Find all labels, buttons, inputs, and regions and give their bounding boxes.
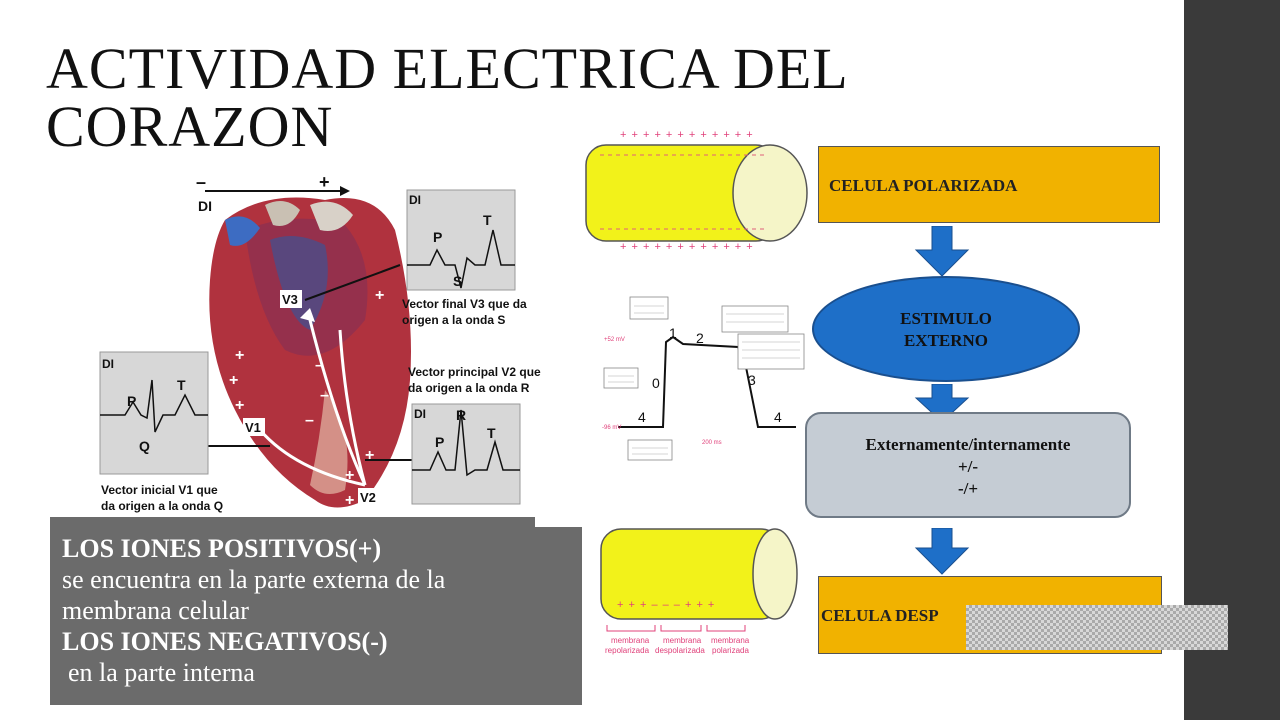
external-stimulus-ellipse: ESTIMULO EXTERNO (812, 276, 1080, 382)
action-potential-curve (618, 335, 796, 428)
svg-text:membrana: membrana (711, 636, 750, 645)
v1-label: V1 (245, 420, 261, 435)
v3-label: V3 (282, 292, 298, 307)
annotation-text-placeholder (608, 305, 800, 455)
negative-ions-text: en la parte interna (68, 658, 255, 687)
svg-text:+: + (235, 397, 244, 414)
svg-text:+: + (345, 492, 354, 509)
svg-text:–: – (315, 357, 324, 374)
presentation-sidebar (1184, 0, 1280, 720)
svg-text:+: + (345, 467, 354, 484)
svg-text:4: 4 (638, 409, 646, 425)
svg-text:repolarizada: repolarizada (605, 646, 650, 655)
svg-text:Q: Q (139, 438, 150, 454)
cell-top-signs-lower: + + + + + + + + + + + + (620, 241, 754, 253)
vector-arrows (258, 319, 367, 487)
ecg-panel-top: DI P T S (406, 189, 516, 291)
svg-text:P: P (435, 434, 444, 450)
caption-v1: Vector inicial V1 que da origen a la ond… (101, 483, 224, 513)
axis-label: DI (198, 198, 212, 214)
svg-text:polarizada: polarizada (712, 646, 749, 655)
svg-text:+: + (375, 287, 384, 304)
svg-text:T: T (487, 425, 496, 441)
svg-text:+: + (365, 447, 374, 464)
arrow-down-icon (914, 226, 970, 277)
svg-text:1: 1 (669, 325, 677, 341)
action-potential-graph: 4 0 1 2 3 4 +52 mV -96 mV 200 ms (602, 296, 805, 461)
svg-text:+52 mV: +52 mV (604, 337, 625, 343)
svg-text:DI: DI (414, 407, 426, 421)
svg-text:T: T (483, 212, 492, 228)
ions-explanation-box: LOS IONES POSITIVOS(+) se encuentra en l… (50, 517, 582, 705)
slide-title-line1: ACTIVIDAD ELECTRICA DEL (46, 36, 849, 101)
svg-text:DI: DI (102, 357, 114, 371)
checkered-overlay (966, 605, 1228, 650)
svg-text:–: – (305, 412, 314, 429)
heart-vector-diagram: – + DI + + + + – – – + + + V3 V1 V2 (99, 172, 521, 509)
caption-v2: Vector principal V2 que da origen a la o… (408, 365, 541, 395)
axis-minus: – (196, 172, 206, 192)
svg-text:–: – (320, 387, 329, 404)
svg-text:T: T (177, 377, 186, 393)
depolarized-cell-cylinder: + + + – – – + + + membrana repolarizada … (600, 528, 798, 655)
negative-ions-heading: LOS IONES NEGATIVOS(-) (62, 627, 388, 656)
ions-box-notch (535, 517, 582, 527)
positive-ions-text-2: membrana celular (62, 596, 249, 625)
leader-line-v3 (304, 264, 401, 301)
svg-text:-96 mV: -96 mV (602, 425, 621, 431)
svg-text:0: 0 (652, 375, 660, 391)
svg-text:3: 3 (748, 372, 756, 388)
svg-text:4: 4 (774, 409, 782, 425)
svg-text:despolarizada: despolarizada (655, 646, 705, 655)
arrowhead-icon (300, 308, 315, 322)
charge-signs: + + + + – – – + + + (229, 287, 384, 509)
positive-ions-text-1: se encuentra en la parte externa de la (62, 565, 446, 594)
ecg-panel-right: DI P R T (411, 403, 521, 505)
ecg-panel-left: DI P T Q (99, 351, 209, 475)
svg-text:DI: DI (409, 193, 421, 207)
slide-title-line2: CORAZON (46, 94, 334, 159)
ion-annotation-boxes (603, 296, 805, 461)
v2-label-bg (358, 488, 380, 506)
polarized-cell-box: CELULA POLARIZADA (818, 146, 1160, 223)
svg-text:2: 2 (696, 330, 704, 346)
svg-text:membrana: membrana (611, 636, 650, 645)
svg-text:P: P (433, 229, 442, 245)
v3-label-bg (280, 290, 302, 308)
polarized-cell-cylinder: + + + + + + + + + + + + + + + + + + + + … (585, 129, 808, 253)
svg-text:+: + (229, 372, 238, 389)
cell-bottom-signs: + + + – – – + + + (617, 599, 715, 611)
cell-top-signs-upper: + + + + + + + + + + + + (620, 129, 754, 141)
inside-outside-charge-box: Externamente/internamente +/- -/+ (805, 412, 1131, 518)
svg-text:S: S (453, 273, 462, 289)
svg-text:membrana: membrana (663, 636, 702, 645)
axis-plus: + (319, 172, 330, 192)
v2-label: V2 (360, 490, 376, 505)
slide-title: ACTIVIDAD ELECTRICA DEL CORAZON (46, 40, 849, 156)
svg-text:+: + (235, 347, 244, 364)
positive-ions-heading: LOS IONES POSITIVOS(+) (62, 534, 382, 563)
caption-v3: Vector final V3 que da origen a la onda … (402, 297, 527, 327)
arrow-down-icon (914, 384, 970, 423)
svg-text:200 ms: 200 ms (702, 440, 722, 446)
svg-text:P: P (127, 393, 136, 409)
arrow-down-icon (914, 528, 970, 575)
v1-label-bg (243, 418, 265, 436)
svg-text:R: R (456, 407, 466, 423)
arrow-right-icon (340, 186, 350, 196)
